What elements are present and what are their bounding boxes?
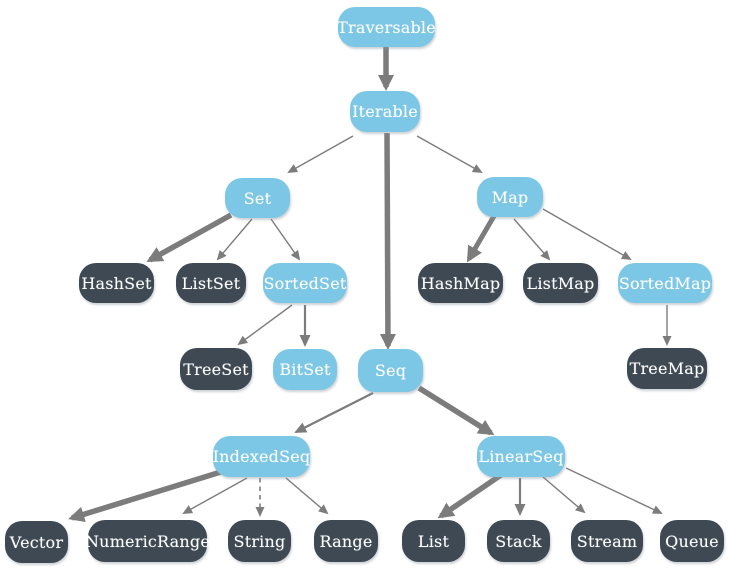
node-string[interactable]: String <box>228 520 291 562</box>
node-listmap[interactable]: ListMap <box>523 263 598 303</box>
edge-sortedset-treeset <box>237 304 293 346</box>
node-iterable[interactable]: Iterable <box>350 91 420 132</box>
edge-linearseq-list <box>437 472 503 519</box>
node-vector[interactable]: Vector <box>5 521 68 563</box>
node-bitset[interactable]: BitSet <box>273 349 337 390</box>
node-hashset[interactable]: HashSet <box>79 263 154 303</box>
edge-seq-linearseq <box>417 385 495 436</box>
node-seq[interactable]: Seq <box>358 349 423 392</box>
node-numericrange[interactable]: NumericRange <box>85 520 210 562</box>
edge-iterable-seq <box>379 132 396 350</box>
node-sortedset[interactable]: SortedSet <box>263 263 347 303</box>
edge-iterable-set <box>287 135 354 173</box>
node-listset[interactable]: ListSet <box>176 263 246 303</box>
edge-set-hashset <box>146 212 233 263</box>
node-treemap[interactable]: TreeMap <box>627 348 707 389</box>
node-sortedmap[interactable]: SortedMap <box>618 263 712 303</box>
edge-seq-indexedseq <box>294 392 374 433</box>
edge-linearseq-stream <box>542 476 586 514</box>
edge-map-listmap <box>513 218 551 261</box>
edge-set-listset <box>216 218 253 261</box>
node-range[interactable]: Range <box>314 520 378 562</box>
edge-indexedseq-numericrange <box>182 477 248 514</box>
node-map[interactable]: Map <box>477 177 543 217</box>
node-set[interactable]: Set <box>225 178 290 218</box>
edge-map-sortedmap <box>542 208 632 260</box>
edge-set-sortedset <box>270 218 301 261</box>
edge-map-hashmap <box>466 214 497 263</box>
edge-indexedseq-vector <box>68 468 225 523</box>
node-stream[interactable]: Stream <box>571 520 643 562</box>
node-hashmap[interactable]: HashMap <box>418 263 503 303</box>
edge-indexedseq-range <box>285 477 329 515</box>
node-list[interactable]: List <box>402 520 465 562</box>
node-queue[interactable]: Queue <box>660 520 724 562</box>
node-linearseq[interactable]: LinearSeq <box>477 436 565 477</box>
edge-linearseq-queue <box>565 467 663 514</box>
node-stack[interactable]: Stack <box>487 520 550 562</box>
node-indexedseq[interactable]: IndexedSeq <box>213 436 310 477</box>
node-treeset[interactable]: TreeSet <box>180 348 252 390</box>
edge-iterable-map <box>416 135 483 173</box>
node-traversable[interactable]: Traversable <box>337 7 436 47</box>
